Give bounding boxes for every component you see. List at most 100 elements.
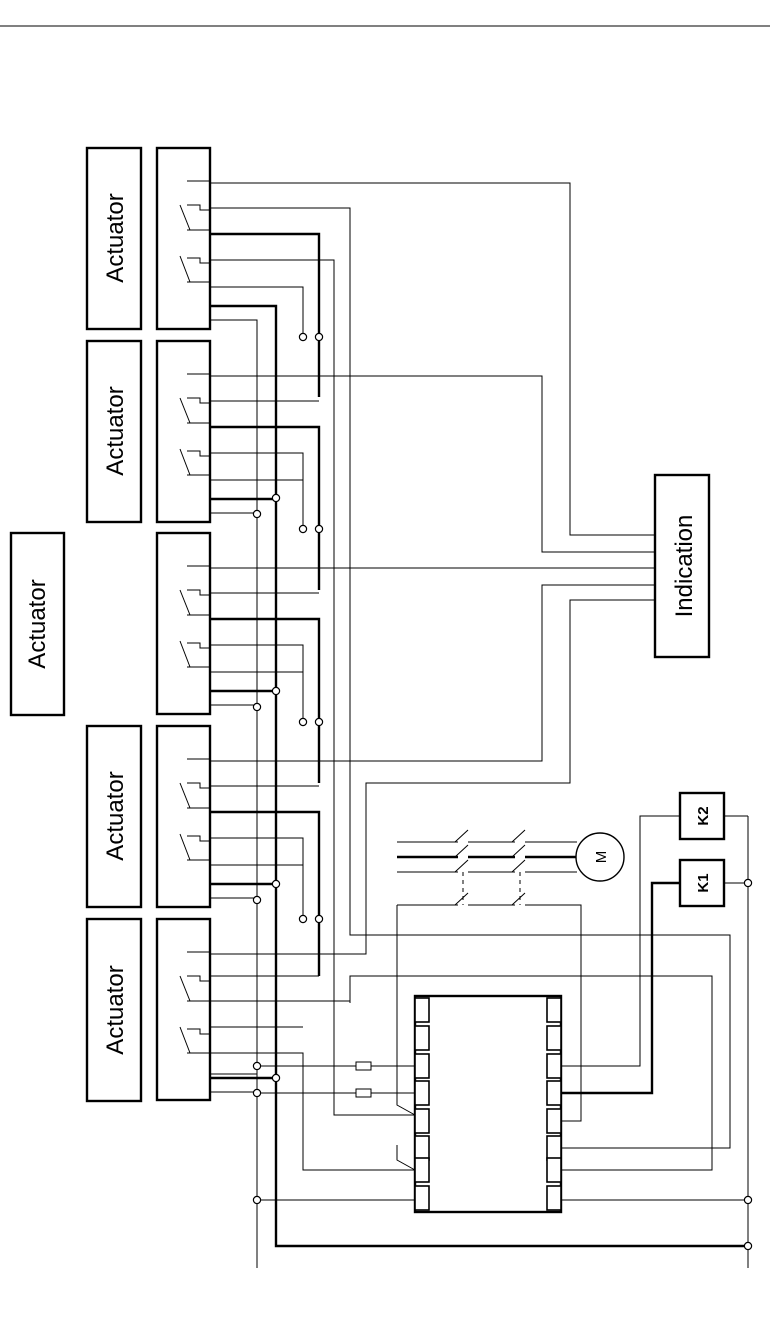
safety-relay-terminals	[414, 997, 562, 1211]
wire-segment	[179, 397, 191, 424]
wire-segment	[561, 881, 680, 1095]
motor-label: M	[593, 851, 610, 864]
fuse-2	[355, 1088, 372, 1098]
relay-k1-box	[678, 858, 726, 908]
junction-node	[252, 895, 262, 905]
junction-node	[298, 332, 308, 342]
terminal-left-5	[414, 1108, 430, 1134]
terminal-right-5	[546, 1108, 562, 1134]
motor-symbol	[575, 832, 625, 882]
terminal-right-1	[546, 997, 562, 1023]
wire-segment	[561, 815, 680, 1067]
wire-segment	[511, 844, 526, 858]
wire-segment	[179, 204, 191, 231]
terminal-left-2	[414, 1025, 430, 1051]
junction-node	[271, 879, 281, 889]
wire-segment	[179, 1026, 191, 1054]
junction-node	[314, 524, 324, 534]
actuator-box-5	[85, 917, 143, 1103]
wire-segment	[511, 829, 526, 843]
wire-segment	[187, 450, 210, 457]
wire-segment	[210, 975, 713, 1171]
junction-node	[252, 1088, 262, 1098]
wire-segment	[210, 207, 731, 1149]
wire-segment	[187, 257, 210, 264]
junction-node	[298, 524, 308, 534]
wire-segment	[210, 319, 258, 1268]
junction-node	[743, 878, 753, 888]
wire-segment	[179, 782, 191, 809]
terminal-right-7	[546, 1157, 562, 1183]
junction-node	[743, 1241, 753, 1251]
wire-segment	[187, 204, 210, 211]
junction-node	[252, 1061, 262, 1071]
wire-segment	[187, 589, 210, 596]
wire-segment	[454, 829, 469, 843]
wire-segment	[454, 844, 469, 858]
wire-segment	[210, 375, 655, 553]
terminal-left-8	[414, 1185, 430, 1211]
switch-blocks	[155, 146, 212, 1102]
wire-segment	[396, 1145, 416, 1171]
wire-segment	[210, 617, 321, 783]
terminal-left-3	[414, 1053, 430, 1079]
wire-segment	[187, 642, 210, 649]
terminal-left-4	[414, 1080, 430, 1106]
wire-segment	[210, 286, 304, 337]
relay-k2-label: K2	[695, 806, 712, 825]
wire-segment	[454, 892, 469, 906]
indication-label: Indication	[671, 515, 698, 618]
junction-node	[271, 493, 281, 503]
actuator-label-1: Actuator	[102, 193, 129, 282]
wire-segment	[179, 975, 191, 1002]
switch-block-2	[155, 339, 212, 524]
fuse-1	[355, 1061, 372, 1071]
wire-segment	[179, 255, 191, 283]
wire-segment	[187, 975, 210, 982]
wire-segment	[396, 905, 416, 1116]
actuator-box-4	[85, 724, 143, 909]
wire-segment	[187, 782, 210, 789]
junction-node	[252, 1195, 262, 1205]
wire-segment	[511, 859, 526, 873]
wiring	[179, 180, 753, 1268]
wire-segment	[210, 1052, 415, 1171]
wire-segment	[179, 448, 191, 476]
junction-node	[252, 509, 262, 519]
junction-node	[252, 702, 262, 712]
wire-segment	[187, 835, 210, 842]
wire-segment	[179, 589, 191, 616]
wire-segment	[179, 833, 191, 861]
actuator-box-2	[85, 339, 143, 524]
junction-node	[314, 914, 324, 924]
wire-segment	[511, 892, 526, 906]
wire-segment	[210, 452, 304, 529]
wire-segment	[454, 859, 469, 873]
indication-box	[653, 473, 711, 659]
actuator-label-4: Actuator	[102, 771, 129, 860]
switch-block-3	[155, 531, 212, 716]
switch-block-1	[155, 146, 212, 331]
junction-node	[298, 914, 308, 924]
switch-block-4	[155, 724, 212, 909]
terminal-right-6	[546, 1135, 562, 1161]
wire-segment	[210, 599, 655, 955]
terminal-left-6	[414, 1135, 430, 1161]
junction-node	[298, 717, 308, 727]
wire-segment	[210, 644, 304, 722]
relay-k1-label: K1	[695, 873, 712, 892]
actuator-box-3	[9, 531, 66, 717]
wire-segment	[187, 1028, 210, 1035]
wire-segment	[210, 425, 321, 590]
wire-segment	[179, 640, 191, 668]
wire-segment	[187, 397, 210, 404]
junction-node	[743, 1195, 753, 1205]
relay-k2-box	[678, 791, 726, 841]
terminal-left-1	[414, 997, 430, 1023]
actuator-label-5: Actuator	[102, 965, 129, 1054]
switch-block-5	[155, 917, 212, 1102]
wire-segment	[210, 837, 304, 915]
wire-segment	[210, 584, 655, 762]
actuator-box-1	[85, 146, 143, 331]
